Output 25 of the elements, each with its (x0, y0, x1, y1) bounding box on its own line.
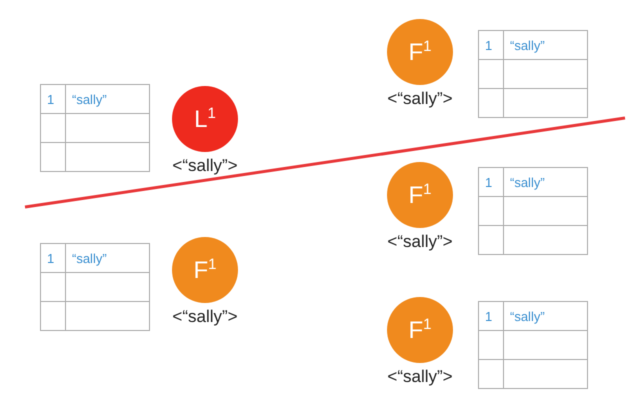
log-entry: “sally” (504, 30, 588, 60)
value-label: <“sally”> (171, 307, 239, 327)
log-entry: “sally” (504, 168, 588, 196)
log-index: 1 (478, 302, 504, 330)
log-table (478, 167, 588, 255)
log-table (478, 30, 588, 118)
log-entry: “sally” (66, 244, 150, 272)
log-entry: “sally” (504, 302, 588, 330)
log-table (40, 243, 150, 331)
log-table (40, 84, 150, 172)
value-label: <“sally”> (171, 156, 239, 176)
value-label: <“sally”> (386, 367, 454, 387)
role-label: F$^{1}$ (193, 256, 216, 284)
log-index: 1 (40, 244, 66, 272)
log-index: 1 (40, 84, 66, 114)
log-entry: “sally” (66, 84, 150, 114)
role-label: L$^{1}$ (194, 104, 216, 134)
role-label: F$^{1}$ (408, 316, 432, 344)
log-index: 1 (478, 168, 504, 196)
log-index: 1 (478, 30, 504, 60)
role-label: F$^{1}$ (408, 180, 432, 210)
log-table (478, 301, 588, 389)
value-label: <“sally”> (386, 89, 454, 109)
role-label: F$^{1}$ (408, 38, 432, 66)
value-label: <“sally”> (386, 232, 454, 252)
